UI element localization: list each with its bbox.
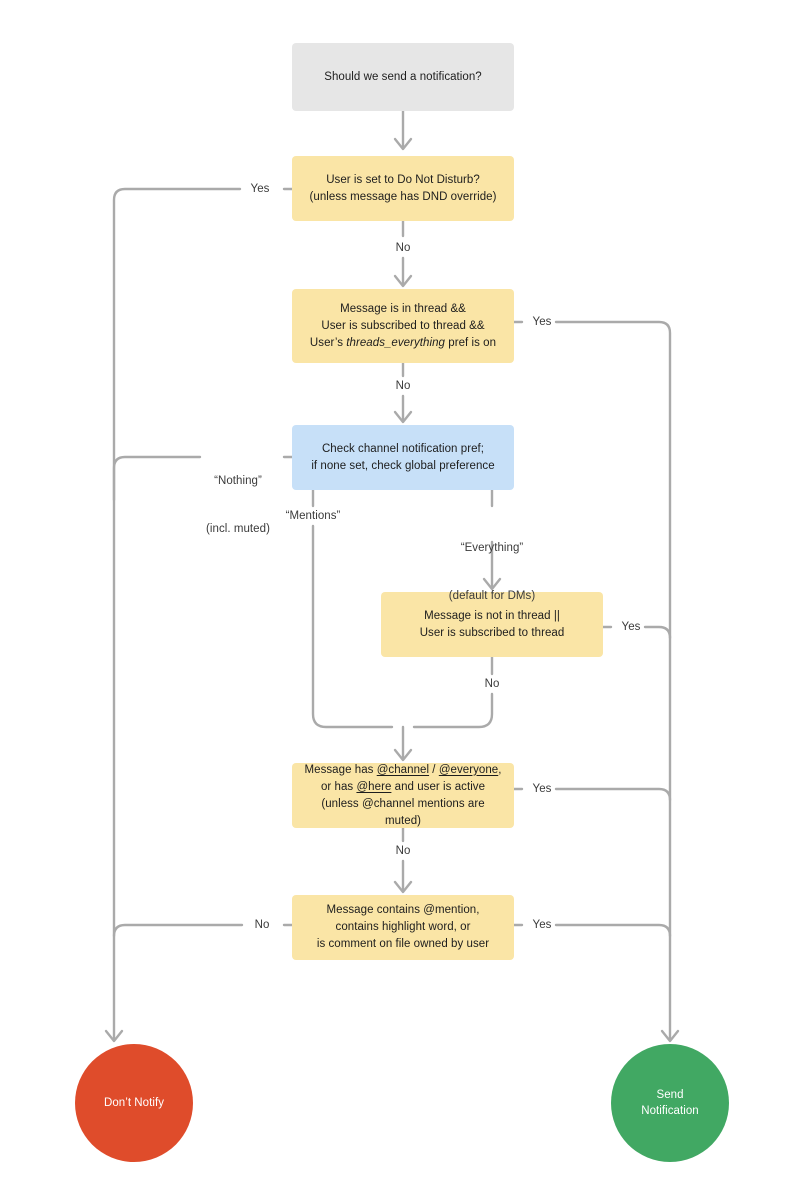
arrowhead-mention <box>393 880 413 894</box>
broadcast-here-mention[interactable]: @here <box>356 780 392 793</box>
edge-thread-yes <box>554 320 672 1042</box>
arrowhead-allow <box>660 1029 680 1043</box>
broadcast-l1-e: , <box>498 763 502 776</box>
node-broadcast-line1: Message has @channel / @everyone, <box>302 762 504 779</box>
edge-label-pref-nothing: “Nothing” (incl. muted) <box>192 441 284 569</box>
edge-label-broadcast-no: No <box>395 845 411 857</box>
edge-label-dnd-no: No <box>395 242 411 254</box>
node-mention[interactable]: Message contains @mention, contains high… <box>292 895 514 960</box>
node-broadcast-line3: (unless @channel mentions are muted) <box>321 797 485 827</box>
node-thread-pref-name: threads_everything <box>346 336 445 349</box>
node-not-in-thread[interactable]: Message is not in thread || User is subs… <box>381 592 603 657</box>
arrowhead-channel-pref <box>393 410 413 424</box>
node-start-label: Should we send a notification? <box>324 70 482 83</box>
edge-label-pref-nothing-line2: (incl. muted) <box>206 523 270 535</box>
broadcast-everyone-mention[interactable]: @everyone <box>438 763 499 776</box>
edge-nit-yes <box>643 625 672 640</box>
node-dnd-line1: User is set to Do Not Disturb? <box>326 173 480 186</box>
arrowhead-not-in-thread <box>482 577 502 591</box>
node-broadcast-line2: or has @here and user is active <box>302 779 504 796</box>
node-dont-notify[interactable]: Don’t Notify <box>75 1044 193 1162</box>
node-broadcast[interactable]: Message has @channel / @everyone, or has… <box>292 763 514 828</box>
node-send-notification-text: Send Notification <box>641 1087 699 1119</box>
node-thread-line2: User is subscribed to thread && <box>321 319 485 332</box>
node-channel-pref-text: Check channel notification pref; if none… <box>311 441 494 475</box>
edge-label-not-in-thread-yes: Yes <box>621 621 641 633</box>
node-not-in-thread-line1: Message is not in thread || <box>424 609 560 622</box>
edge-broadcast-yes <box>554 787 672 802</box>
node-send-notification[interactable]: Send Notification <box>611 1044 729 1162</box>
node-dont-notify-label: Don’t Notify <box>103 1097 165 1109</box>
node-channel-pref[interactable]: Check channel notification pref; if none… <box>292 425 514 490</box>
node-broadcast-text: Message has @channel / @everyone, or has… <box>302 762 504 830</box>
arrowhead-dnd <box>393 137 413 151</box>
edge-label-not-in-thread-no: No <box>484 678 500 690</box>
edge-label-pref-everything-line2: (default for DMs) <box>448 590 536 602</box>
edge-label-pref-mentions: “Mentions” <box>285 510 341 522</box>
node-dnd-text: User is set to Do Not Disturb? (unless m… <box>310 172 497 206</box>
arrowhead-deny <box>104 1029 124 1043</box>
broadcast-l1-c: / <box>429 763 439 776</box>
edge-nit-no-lower <box>412 692 494 729</box>
node-dnd-line2: (unless message has DND override) <box>309 190 497 203</box>
edge-label-thread-yes: Yes <box>532 316 552 328</box>
node-mention-line2: contains highlight word, or <box>335 921 471 933</box>
arrowhead-broadcast <box>393 748 413 762</box>
node-mention-line3: is comment on file owned by user <box>316 938 490 950</box>
edge-label-dnd-yes: Yes <box>250 183 270 195</box>
node-start[interactable]: Should we send a notification? <box>292 43 514 111</box>
node-send-notification-line1: Send <box>656 1089 684 1101</box>
broadcast-channel-mention[interactable]: @channel <box>376 763 430 776</box>
node-thread-line3: User’s threads_everything pref is on <box>310 335 496 352</box>
edge-label-broadcast-yes: Yes <box>532 783 552 795</box>
node-channel-pref-line2: if none set, check global preference <box>311 459 495 472</box>
node-thread-line1: Message is in thread && <box>340 302 466 315</box>
edge-label-pref-everything: “Everything” (default for DMs) <box>434 508 550 636</box>
node-thread-text: Message is in thread && User is subscrib… <box>310 301 496 352</box>
node-not-in-thread-text: Message is not in thread || User is subs… <box>420 608 565 642</box>
edge-label-thread-no: No <box>395 380 411 392</box>
broadcast-l2-a: or has <box>320 780 357 793</box>
broadcast-l2-c: and user is active <box>391 780 486 793</box>
node-thread-line3-prefix: User’s <box>309 336 347 349</box>
node-channel-pref-line1: Check channel notification pref; <box>321 442 485 455</box>
edge-mention-no <box>112 923 244 938</box>
edge-mention-yes <box>554 923 672 938</box>
node-thread[interactable]: Message is in thread && User is subscrib… <box>292 289 514 363</box>
edge-label-mention-no: No <box>254 919 270 931</box>
node-mention-text: Message contains @mention, contains high… <box>317 902 489 953</box>
arrowhead-thread <box>393 274 413 288</box>
edge-pref-nothing <box>112 455 202 502</box>
node-mention-line1: Message contains @mention, <box>326 904 480 916</box>
node-not-in-thread-line2: User is subscribed to thread <box>419 626 565 639</box>
edge-dnd-yes <box>112 187 242 1042</box>
node-thread-line3-suffix: pref is on <box>445 336 497 349</box>
edge-label-pref-nothing-line1: “Nothing” <box>214 475 262 487</box>
node-send-notification-line2: Notification <box>641 1105 699 1117</box>
edge-label-pref-everything-line1: “Everything” <box>460 542 524 554</box>
edge-pref-mentions-lower <box>311 524 394 729</box>
node-dnd[interactable]: User is set to Do Not Disturb? (unless m… <box>292 156 514 221</box>
broadcast-l1-a: Message has <box>304 763 377 776</box>
edge-label-mention-yes: Yes <box>532 919 552 931</box>
